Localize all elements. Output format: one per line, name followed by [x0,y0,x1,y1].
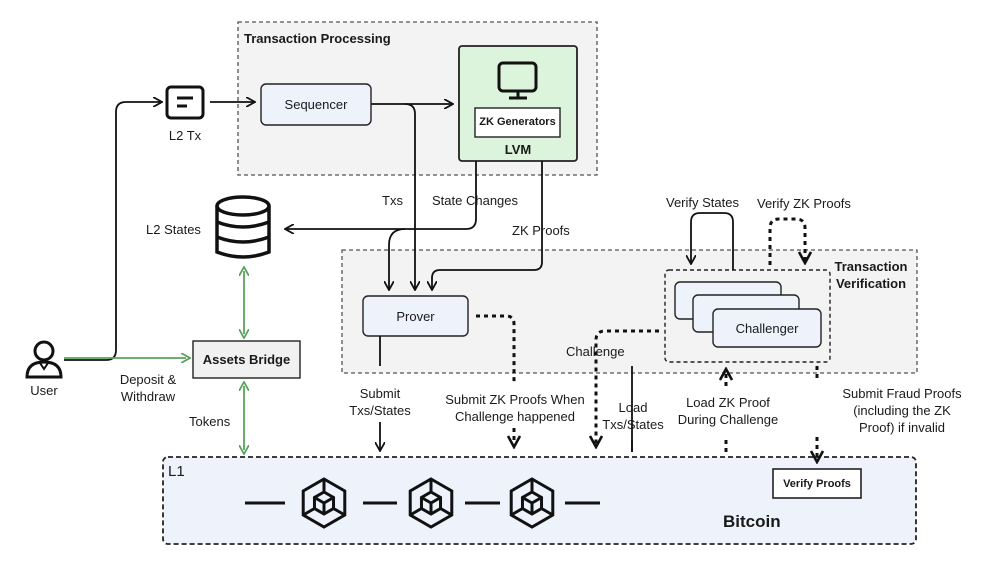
load-zk-label-2: During Challenge [677,412,779,427]
challenger-group [664,269,831,363]
verify-proofs-node [772,468,862,499]
green-arrows [64,271,244,450]
lvm-label: LVM [504,142,532,157]
l2-states-label: L2 States [146,222,201,237]
transaction-processing-title: Transaction Processing [244,31,391,46]
challenger-node [712,308,822,348]
bitcoin-label: Bitcoin [723,512,781,531]
l1-title: L1 [168,463,185,480]
prover-node [362,295,469,337]
submit-zk-label-1: Submit ZK Proofs When [445,392,585,407]
deposit-label-1: Deposit & [119,372,177,387]
fraud-label-1: Submit Fraud Proofs [842,386,962,401]
chain-blocks [301,477,555,529]
load-zk-label-1: Load ZK Proof [686,395,770,410]
transaction-verification-title-2: Verification [835,276,907,291]
document-icon [165,85,205,120]
zk-proofs-label: ZK Proofs [512,223,570,238]
block-icon-1 [301,477,347,529]
block-icon-2 [408,477,454,529]
state-changes-label: State Changes [432,193,519,208]
dotted-arrows [476,217,817,461]
transaction-verification-title-1: Transaction [834,259,908,274]
verify-zk-proofs-label: Verify ZK Proofs [757,196,851,211]
zk-generators-node [474,107,561,138]
monitor-icon [497,61,538,100]
challenge-label: Challenge [566,344,625,359]
database-icon [215,195,271,259]
load-label-2: Txs/States [602,417,664,432]
prover-label: Prover [396,309,435,324]
tokens-label: Tokens [189,414,231,429]
verify-states-label: Verify States [666,195,739,210]
flow-arrows [64,102,734,452]
assets-bridge-node [192,340,301,379]
fraud-label-3: Proof) if invalid [859,420,945,435]
fraud-label-2: (including the ZK [853,403,951,418]
l1-region [162,456,917,545]
assets-bridge-label: Assets Bridge [202,352,291,367]
block-icon-3 [509,477,555,529]
challenger-label: Challenger [735,321,799,336]
l2-tx-label: L2 Tx [168,128,202,143]
submit-zk-label-2: Challenge happened [455,409,575,424]
sequencer-label: Sequencer [284,97,348,112]
zk-generators-label: ZK Generators [479,116,556,128]
user-label: User [30,383,58,398]
submit-label-1: Submit [359,386,401,401]
submit-label-2: Txs/States [349,403,411,418]
deposit-label-2: Withdraw [120,389,176,404]
txs-label: Txs [382,193,403,208]
load-label-1: Load [618,400,648,415]
user-icon [25,340,63,379]
verify-proofs-label: Verify Proofs [783,478,851,490]
